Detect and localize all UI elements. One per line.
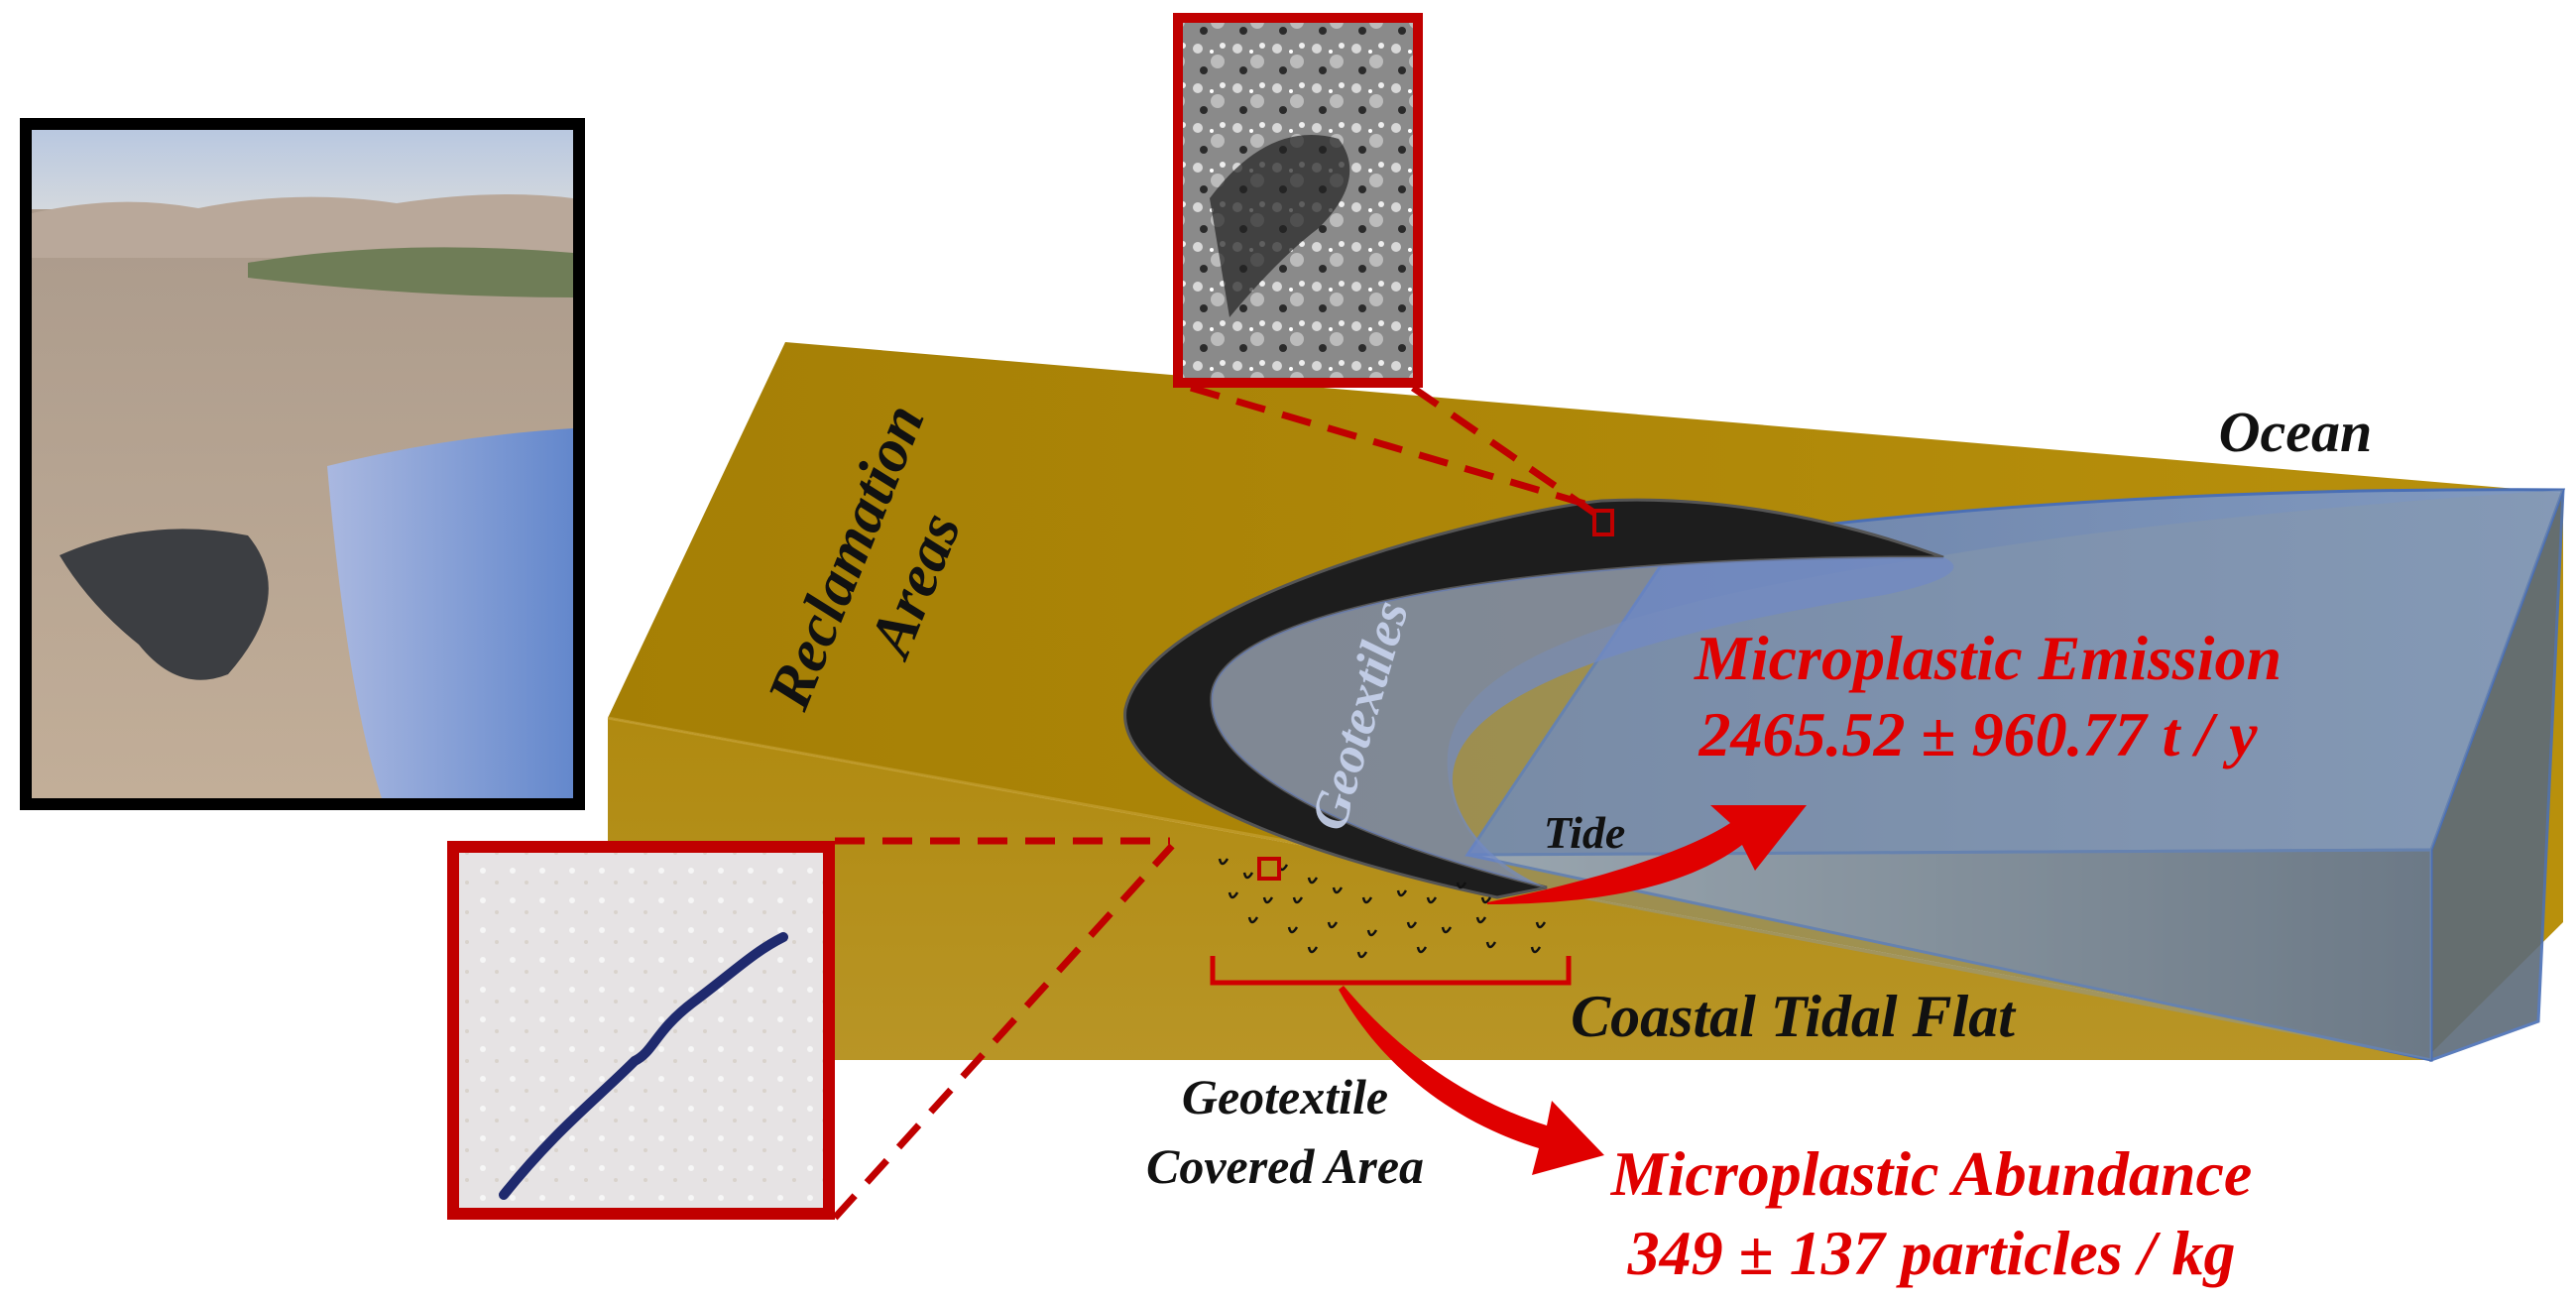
ocean-label: Ocean (2219, 400, 2373, 464)
microscope-image-inset (447, 841, 835, 1220)
coastal-tidal-flat-label: Coastal Tidal Flat (1571, 984, 2017, 1049)
ocean-inner-area (1447, 490, 2563, 1060)
sem-image-inset (1173, 13, 1423, 388)
covered-area-label-line1: Geotextile (1182, 1069, 1388, 1124)
ocean-side-face (2429, 489, 2565, 1063)
field-photo-inset (20, 118, 585, 810)
zoom-connectors (832, 384, 1610, 1221)
abundance-title: Microplastic Abundance (1610, 1138, 2253, 1209)
tide-label: Tide (1544, 807, 1626, 858)
microplastic-particles (1218, 858, 1547, 959)
emission-value: 2465.52 ± 960.77 t / y (1698, 699, 2258, 769)
covered-area-label-line2: Covered Area (1146, 1138, 1424, 1194)
geotextile-highlight-box (1592, 509, 1614, 536)
emission-title: Microplastic Emission (1694, 623, 2282, 693)
geotextile-inner-water (1211, 556, 1954, 887)
abundance-arrow (1339, 986, 1604, 1175)
particle-highlight-box (1257, 857, 1281, 881)
abundance-value: 349 ± 137 particles / kg (1627, 1218, 2236, 1288)
covered-area-bracket (1210, 956, 1572, 986)
tide-arrow (1487, 805, 1807, 904)
